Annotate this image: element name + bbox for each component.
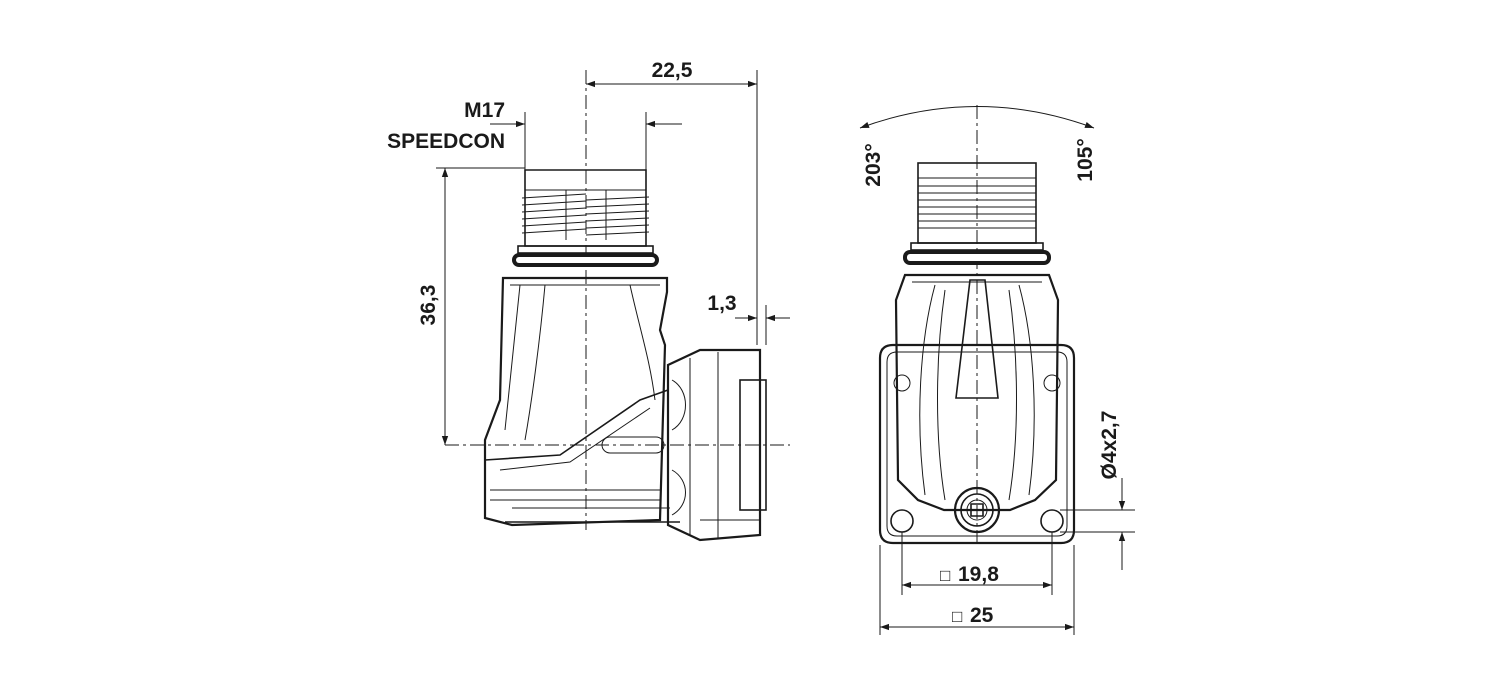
rotation-left-label: 203° [862, 143, 885, 186]
side-flange [666, 348, 767, 542]
thread-label-m17: M17 [464, 99, 505, 122]
front-screw [953, 486, 1001, 534]
dimension-thread: M17 SPEEDCON [387, 99, 682, 170]
thread-label-speedcon: SPEEDCON [387, 130, 505, 153]
mounting-hole-right [1040, 509, 1064, 533]
dimension-height: 36,3 [417, 167, 525, 445]
rotation-arc: 203° 105° [859, 106, 1097, 187]
front-threaded-head [910, 162, 1044, 251]
flange-width-label: 25 [970, 604, 994, 627]
dimension-width-top-label: 22,5 [652, 59, 693, 82]
side-housing [483, 276, 680, 527]
side-threaded-head [517, 169, 654, 254]
dimension-hole-spacing: □ 19,8 [901, 532, 1053, 595]
hole-spacing-square-symbol: □ [940, 566, 950, 585]
dimension-offset-label: 1,3 [707, 292, 736, 315]
dimension-width-top: 22,5 [586, 59, 758, 345]
dimension-offset: 1,3 [707, 292, 790, 345]
mounting-hole-left [890, 509, 914, 533]
hole-diameter-label: Ø4x2,7 [1098, 411, 1121, 480]
rotation-right-label: 105° [1074, 138, 1097, 181]
front-view: 203° 105° [859, 105, 1135, 635]
side-view: 22,5 M17 SPEEDCON 36,3 1,3 [387, 59, 790, 542]
dimension-height-label: 36,3 [417, 285, 440, 326]
flange-width-square-symbol: □ [952, 607, 962, 626]
front-index-key [955, 279, 999, 399]
hole-spacing-label: 19,8 [958, 563, 999, 586]
dimension-hole-diameter: Ø4x2,7 [1060, 411, 1135, 570]
dimension-flange-width: □ 25 [879, 545, 1075, 635]
front-housing [894, 273, 1060, 512]
